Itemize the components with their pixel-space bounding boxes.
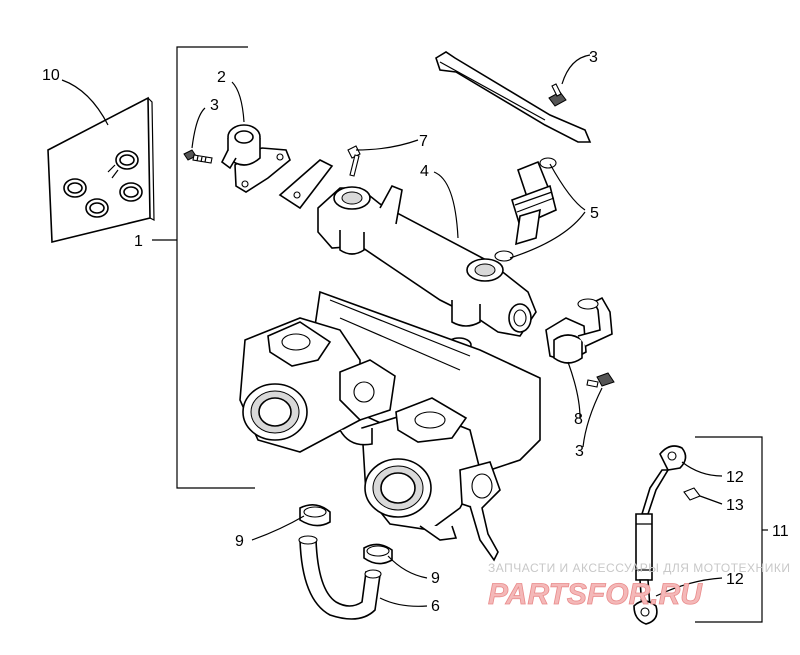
- callout-3-bracket-bolt: 3: [589, 49, 598, 66]
- hose-clamp-part-a: [299, 504, 331, 527]
- assembly-bracket-1: [176, 46, 255, 489]
- watermark-tagline: ЗАПЧАСТИ И АКСЕССУАРЫ ДЛЯ МОТОТЕХНИКИ: [488, 561, 790, 575]
- callout-11: 11: [772, 523, 789, 540]
- bolt-part-b: [347, 145, 361, 177]
- callout-3-sensor-bolt: 3: [575, 443, 584, 460]
- fuel-rail-part: [278, 159, 537, 337]
- callout-1: 1: [134, 233, 143, 250]
- gasket-sheet-part: [47, 96, 155, 244]
- vacuum-hose-part: [298, 535, 382, 620]
- callout-5: 5: [590, 205, 599, 222]
- pressure-regulator-part: [220, 124, 291, 193]
- callout-6: 6: [431, 598, 440, 615]
- assembly-bracket-11: [695, 436, 763, 623]
- bolt-part-a: [183, 149, 213, 164]
- callout-4: 4: [420, 163, 429, 180]
- mounting-bracket-part: [435, 51, 592, 143]
- ground-cable-part: [633, 445, 687, 625]
- bolt-part-c: [548, 83, 567, 107]
- callout-2: 2: [217, 69, 226, 86]
- callout-13: 13: [726, 497, 744, 514]
- callout-12-upper: 12: [726, 469, 744, 486]
- map-sensor-part: [545, 296, 613, 364]
- throttle-body-part: [239, 290, 541, 562]
- callout-3-regulator-bolt: 3: [210, 97, 219, 114]
- callout-10: 10: [42, 67, 60, 84]
- hose-clamp-part-b: [363, 543, 393, 565]
- callout-7: 7: [419, 133, 428, 150]
- watermark-logo: PARTSFOR.RU: [488, 578, 703, 611]
- callout-12-lower: 12: [726, 571, 744, 588]
- cable-boot-part: [683, 487, 701, 501]
- leader-lines: [61, 54, 768, 607]
- callout-9-lower: 9: [431, 570, 440, 587]
- callout-9-upper: 9: [235, 533, 244, 550]
- fuel-injector-part: [494, 157, 557, 262]
- callout-8: 8: [574, 411, 583, 428]
- bolt-part-d: [586, 372, 615, 388]
